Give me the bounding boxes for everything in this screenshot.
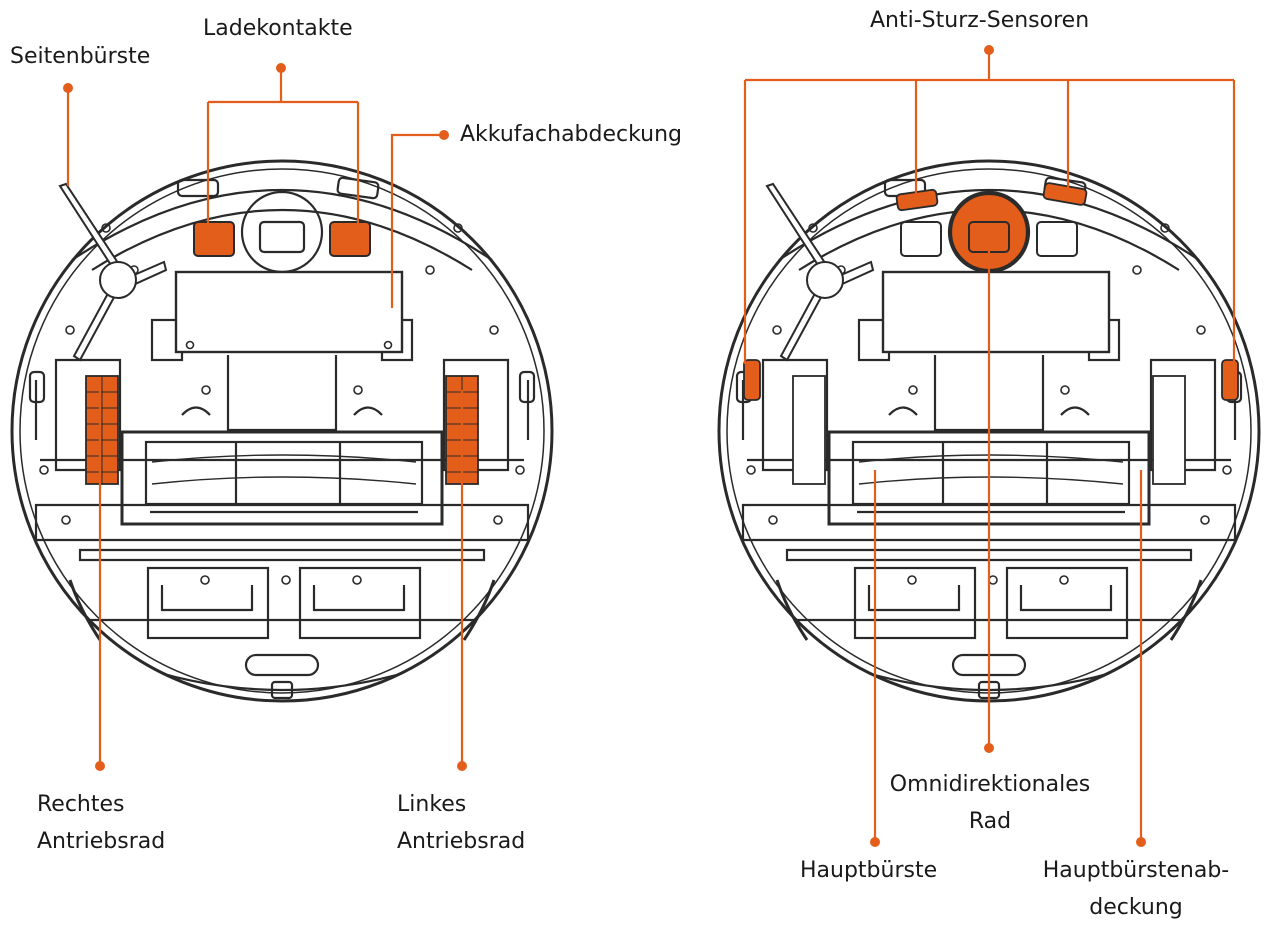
label-right-wheel-line1: Rechtes <box>37 792 125 817</box>
cliff-sensor-3 <box>743 359 761 401</box>
charging-contact-left <box>193 221 235 257</box>
label-main-brush: Hauptbürste <box>800 858 938 883</box>
label-brush-cover-line1: Hauptbürstenab- <box>1042 858 1230 883</box>
label-right-wheel-line2: Antriebsrad <box>37 829 166 854</box>
label-cliff-sensors: Anti-Sturz-Sensoren <box>870 8 1090 33</box>
side-brush <box>58 182 168 362</box>
label-left-wheel-line1: Linkes <box>397 792 467 817</box>
battery-cover <box>174 270 404 354</box>
label-omni-wheel-line1: Omnidirektionales <box>889 772 1091 797</box>
label-charging-contacts: Ladekontakte <box>203 16 353 41</box>
charging-contact-right <box>329 221 371 257</box>
label-brush-cover-line2: deckung <box>1089 895 1183 920</box>
left-robot-drawing <box>12 161 552 701</box>
callout-lines <box>66 50 1236 842</box>
label-left-wheel-line2: Antriebsrad <box>397 829 526 854</box>
cliff-sensor-2 <box>1042 182 1088 206</box>
right-drive-wheel <box>85 375 119 485</box>
label-side-brush: Seitenbürste <box>10 44 151 69</box>
label-battery-cover: Akkufachabdeckung <box>460 122 683 147</box>
label-brush-cover: Hauptbürstenab-deckung <box>1026 852 1246 926</box>
cliff-sensor-4 <box>1221 359 1239 401</box>
label-omni-wheel-line2: Rad <box>968 809 1012 834</box>
callout-dots <box>63 45 1146 847</box>
right-robot-drawing <box>719 161 1259 701</box>
